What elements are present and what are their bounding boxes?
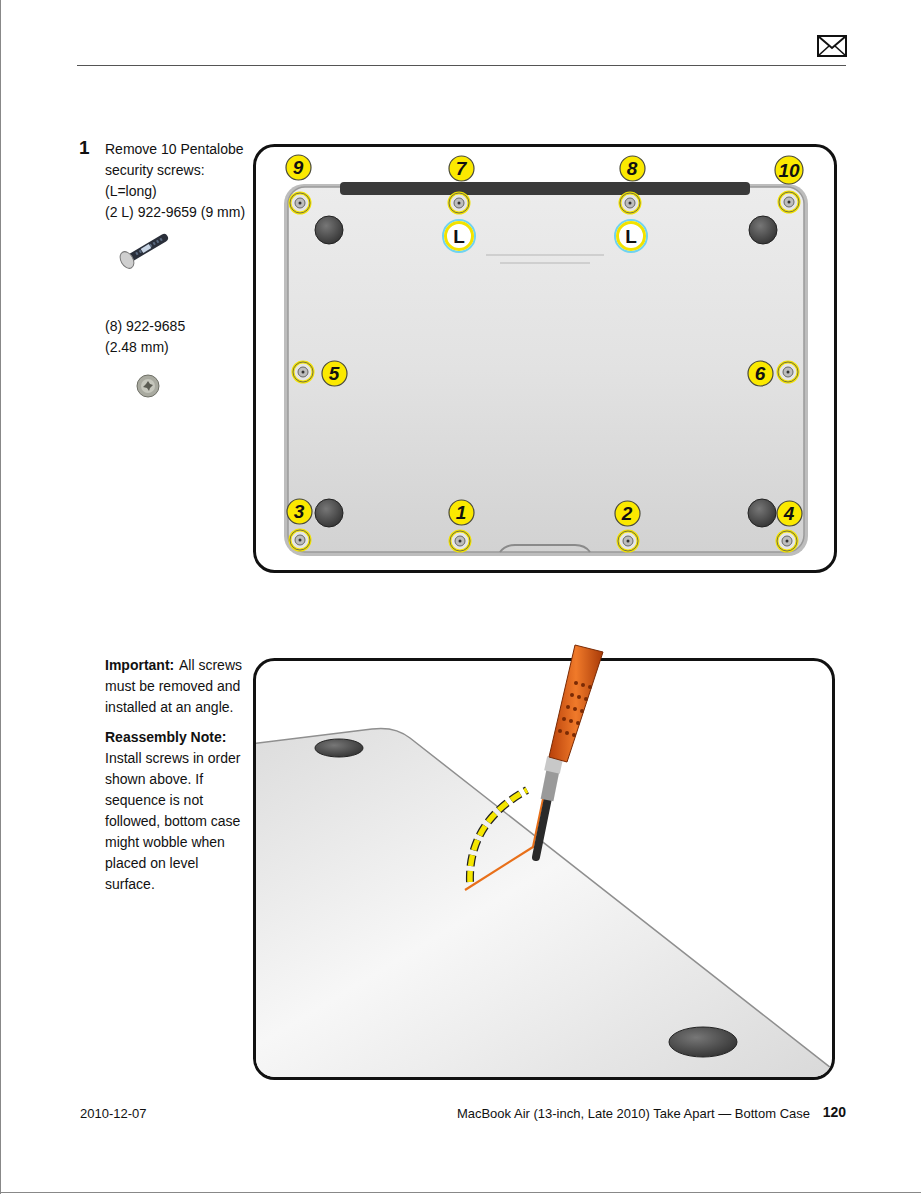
callout-number: 7 (448, 155, 475, 182)
screw-hole (293, 362, 313, 382)
callout-text: 5 (329, 364, 340, 383)
callout-text: 10 (778, 161, 799, 180)
callout-number: 6 (747, 360, 774, 387)
callout-text: 2 (622, 504, 633, 523)
important-heading: Important: (105, 655, 174, 676)
screw-hole (618, 531, 638, 551)
illustration-panel (255, 146, 836, 572)
callout-number: 10 (774, 155, 804, 185)
callout-number: 4 (776, 500, 803, 527)
callout-text: 4 (784, 504, 795, 523)
reassembly-note: Install screws in order shown above. If … (105, 748, 250, 895)
callout-text: 3 (294, 502, 305, 521)
long-screw-marker: L (442, 219, 476, 253)
part-number: (8) 922-9685 (105, 316, 185, 337)
page-edge (0, 0, 1, 1194)
marker-letter: L (453, 227, 465, 246)
callout-text: 8 (627, 159, 638, 178)
callout-text: 9 (293, 158, 304, 177)
screw-hole (777, 531, 797, 551)
screw-hole (620, 193, 640, 213)
page-number: 120 (823, 1102, 846, 1123)
callout-text: 7 (456, 159, 467, 178)
header-rule (77, 65, 846, 66)
bottom-case (284, 182, 808, 556)
callout-number: 8 (619, 155, 646, 182)
part-size: (2.48 mm) (105, 337, 169, 358)
instruction: Remove 10 Pentalobe security screws: (105, 139, 255, 181)
callout-number: 3 (286, 498, 313, 525)
short-screw-image (137, 375, 159, 397)
screw-hole (778, 362, 798, 382)
callout-number: 2 (614, 500, 641, 527)
footer-date: 2010-12-07 (80, 1103, 147, 1124)
screw-hole (290, 193, 310, 213)
step-number: 1 (79, 136, 90, 160)
case-angle-view (256, 728, 832, 1077)
screw-hole (450, 531, 470, 551)
important-note: All screws must be removed and installed… (105, 655, 250, 718)
callout-number: 9 (285, 154, 312, 181)
callout-number: 1 (448, 499, 475, 526)
screw-holes (290, 192, 799, 551)
screw-hole (779, 192, 799, 212)
part-number: (2 L) 922-9659 (9 mm) (105, 202, 245, 223)
reassembly-heading: Reassembly Note: (105, 727, 226, 748)
screw-hole (290, 530, 310, 550)
long-screw-marker: L (614, 219, 648, 253)
instruction-note: (L=long) (105, 181, 157, 202)
callout-number: 5 (321, 360, 348, 387)
screw-hole (449, 193, 469, 213)
page-edge (0, 1192, 921, 1193)
mail-icon (818, 36, 846, 56)
marker-letter: L (625, 227, 637, 246)
callout-text: 1 (456, 503, 467, 522)
footer-title: MacBook Air (13-inch, Late 2010) Take Ap… (457, 1103, 810, 1124)
long-screw-image (117, 238, 164, 271)
callout-text: 6 (755, 364, 766, 383)
screwdriver (536, 645, 603, 857)
